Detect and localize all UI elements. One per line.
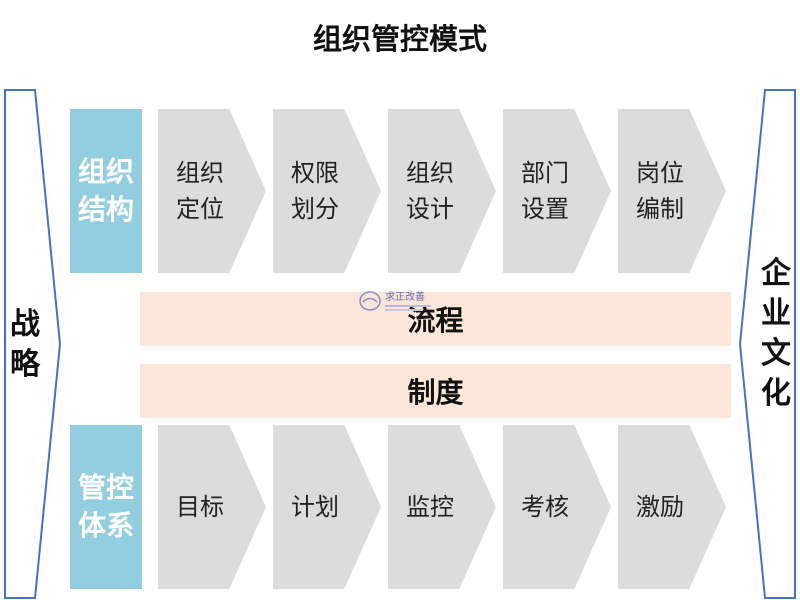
structure-step-line: 组织 — [406, 159, 454, 187]
system-bar: 制度 — [140, 364, 731, 418]
right-side-char: 企 — [761, 256, 791, 291]
left-side-char: 略 — [10, 347, 40, 382]
left-side-chevron — [4, 89, 62, 599]
structure-step-line: 划分 — [291, 195, 339, 223]
control-step-line: 激励 — [636, 493, 684, 521]
left-side-char: 战 — [10, 307, 40, 342]
structure-step-chevron: 组织 定位 — [158, 109, 266, 273]
control-step-line: 考核 — [521, 493, 569, 521]
right-side-label: 企 业 文 化 — [761, 254, 791, 414]
process-bar: 流程 — [140, 292, 731, 346]
control-step-line: 监控 — [406, 493, 454, 521]
control-step-chevron: 计划 — [273, 425, 381, 589]
control-step-line: 计划 — [291, 493, 339, 521]
structure-label-box: 组织 结构 — [70, 109, 142, 273]
right-side-char: 业 — [761, 296, 791, 331]
control-label-line: 体系 — [77, 509, 134, 542]
watermark-logo: 求正改善 — [359, 290, 431, 311]
right-side-chevron — [738, 89, 796, 599]
control-step-chevron: 考核 — [503, 425, 611, 589]
structure-step-line: 定位 — [176, 195, 224, 223]
control-step-line: 目标 — [176, 493, 224, 521]
left-side-label: 战 略 — [10, 305, 40, 385]
page-title: 组织管控模式 — [312, 22, 487, 56]
control-label-line: 管控 — [77, 471, 134, 504]
structure-label-line: 组织 — [77, 155, 134, 188]
structure-step-line: 编制 — [636, 195, 684, 223]
watermark-text: 求正改善 — [385, 290, 425, 303]
structure-step-line: 组织 — [176, 159, 224, 187]
structure-step-chevron: 组织 设计 — [388, 109, 496, 273]
control-step-chevron: 激励 — [618, 425, 726, 589]
right-side-char: 化 — [761, 376, 791, 411]
right-side-char: 文 — [761, 336, 791, 371]
control-step-chevron: 目标 — [158, 425, 266, 589]
control-step-chevron: 监控 — [388, 425, 496, 589]
structure-step-line: 权限 — [291, 159, 339, 187]
structure-step-line: 部门 — [521, 159, 569, 187]
structure-step-line: 设计 — [406, 195, 454, 223]
structure-step-chevron: 部门 设置 — [503, 109, 611, 273]
structure-label-line: 结构 — [77, 193, 134, 226]
structure-step-chevron: 岗位 编制 — [618, 109, 726, 273]
system-bar-label: 制度 — [407, 376, 464, 409]
structure-step-line: 设置 — [521, 195, 569, 223]
control-label-box: 管控 体系 — [70, 425, 142, 589]
structure-step-chevron: 权限 划分 — [273, 109, 381, 273]
structure-step-line: 岗位 — [636, 159, 684, 187]
